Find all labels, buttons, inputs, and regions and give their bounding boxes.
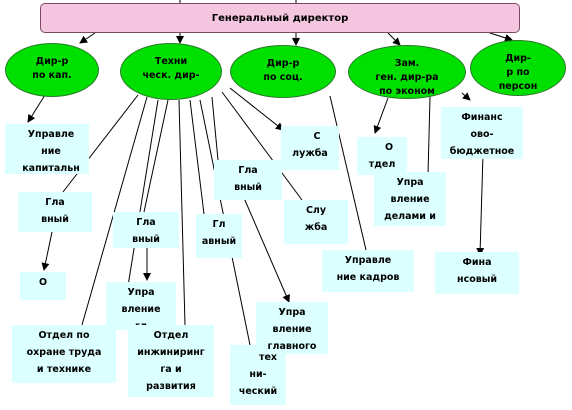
box-label: авный: [201, 236, 237, 247]
node-label: ческ. дир-: [142, 70, 200, 81]
dept-box[interactable]: О...: [20, 272, 66, 300]
node-label: Дир-р: [35, 56, 69, 67]
ceo-label: Генеральный директор: [211, 12, 349, 24]
node-label: Техни: [154, 56, 188, 67]
box-label: Гла: [136, 217, 156, 228]
financial-box[interactable]: Фина нсовый: [435, 252, 519, 294]
personnel-director-node[interactable]: Дир-р по персон: [470, 40, 566, 96]
box-label: Отдел по: [38, 330, 90, 341]
hr-management-box[interactable]: Управле ние кадров: [322, 250, 414, 292]
box-label: ние кадров: [336, 272, 400, 283]
box-label: вление: [121, 304, 161, 315]
box-label: Отдел: [153, 330, 189, 341]
labor-safety-dept-box[interactable]: Отдел по охране труда и технике: [12, 325, 116, 383]
technical-box[interactable]: тех ни-ческий: [230, 345, 286, 405]
box-label: вный: [234, 182, 262, 193]
box-label: Слу: [305, 205, 327, 216]
box-label: бюджетное: [449, 146, 515, 157]
box-label: лужба: [292, 148, 328, 159]
box-label: инжиниринг: [137, 347, 205, 358]
box-label: Гла: [238, 165, 258, 176]
box-label: ческий: [238, 386, 278, 397]
box-label: жба: [304, 222, 328, 233]
node-label: ген. дир-ра: [375, 72, 439, 83]
chief-box[interactable]: Гла вный: [113, 212, 179, 248]
service-box[interactable]: Слу жба: [284, 200, 348, 244]
chief-box[interactable]: Гла вный: [214, 160, 282, 200]
box-label: О: [384, 142, 394, 153]
chief-box[interactable]: Гла вный: [18, 192, 92, 232]
box-label: О: [38, 277, 48, 288]
box-label: главного: [267, 341, 317, 352]
box-label: ово-: [470, 129, 494, 140]
box-label: капитальн: [22, 163, 80, 174]
box-label: развития: [146, 381, 196, 392]
box-label: Гл: [212, 219, 226, 230]
node-label: по соц.: [263, 72, 303, 83]
engineering-dev-dept-box[interactable]: Отдел инжиниринг га и развития: [128, 325, 214, 397]
box-label: нсовый: [457, 274, 497, 285]
affairs-management-box[interactable]: Упра вление делами и: [374, 172, 446, 226]
node-label: Зам.: [394, 58, 420, 69]
chief-management-box[interactable]: Упра вление главного: [256, 302, 328, 354]
ceo-box[interactable]: Генеральный директор: [40, 3, 520, 33]
box-label: Упра: [127, 287, 155, 298]
node-label: р по: [506, 67, 530, 78]
box-label: и технике: [36, 364, 92, 375]
social-director-node[interactable]: Дир-р по соц.: [230, 45, 336, 98]
box-label: Управле: [27, 129, 75, 140]
box-label: С: [313, 131, 321, 142]
node-label: персон: [498, 81, 538, 92]
chief-box[interactable]: Гл авный: [196, 214, 242, 258]
box-label: вление: [390, 194, 430, 205]
box-label: тех: [258, 352, 278, 363]
box-label: Упра: [278, 307, 306, 318]
node-label: Дир-: [505, 53, 531, 64]
box-label: Упра: [396, 177, 424, 188]
deputy-economics-node[interactable]: Зам. ген. дир-ра по эконом: [348, 45, 466, 99]
technical-director-node[interactable]: Техни ческ. дир-: [120, 43, 222, 100]
box-label: вный: [132, 234, 160, 245]
box-label: Управле: [344, 255, 392, 266]
box-label: Гла: [45, 197, 65, 208]
box-label: ...: [37, 294, 49, 300]
box-label: охране труда: [26, 347, 102, 358]
box-label: вление: [272, 324, 312, 335]
finance-budget-box[interactable]: Финанс ово-бюджетное: [441, 107, 523, 159]
node-label: Дир-р: [266, 58, 300, 69]
box-label: тдел: [368, 159, 396, 170]
box-label: ни-: [249, 369, 267, 380]
node-label: по эконом: [379, 86, 435, 97]
capital-director-node[interactable]: Дир-р по кап.: [5, 43, 99, 97]
box-label: вный: [41, 214, 69, 225]
node-label: по кап.: [32, 70, 72, 81]
box-label: делами и: [384, 211, 436, 222]
box-label: ние: [41, 146, 61, 157]
capital-construction-dept-box[interactable]: Управле ние капитальн: [5, 124, 89, 174]
box-label: га и: [160, 364, 182, 375]
box-label: Финанс: [461, 112, 503, 123]
box-label: Фина: [462, 257, 492, 268]
